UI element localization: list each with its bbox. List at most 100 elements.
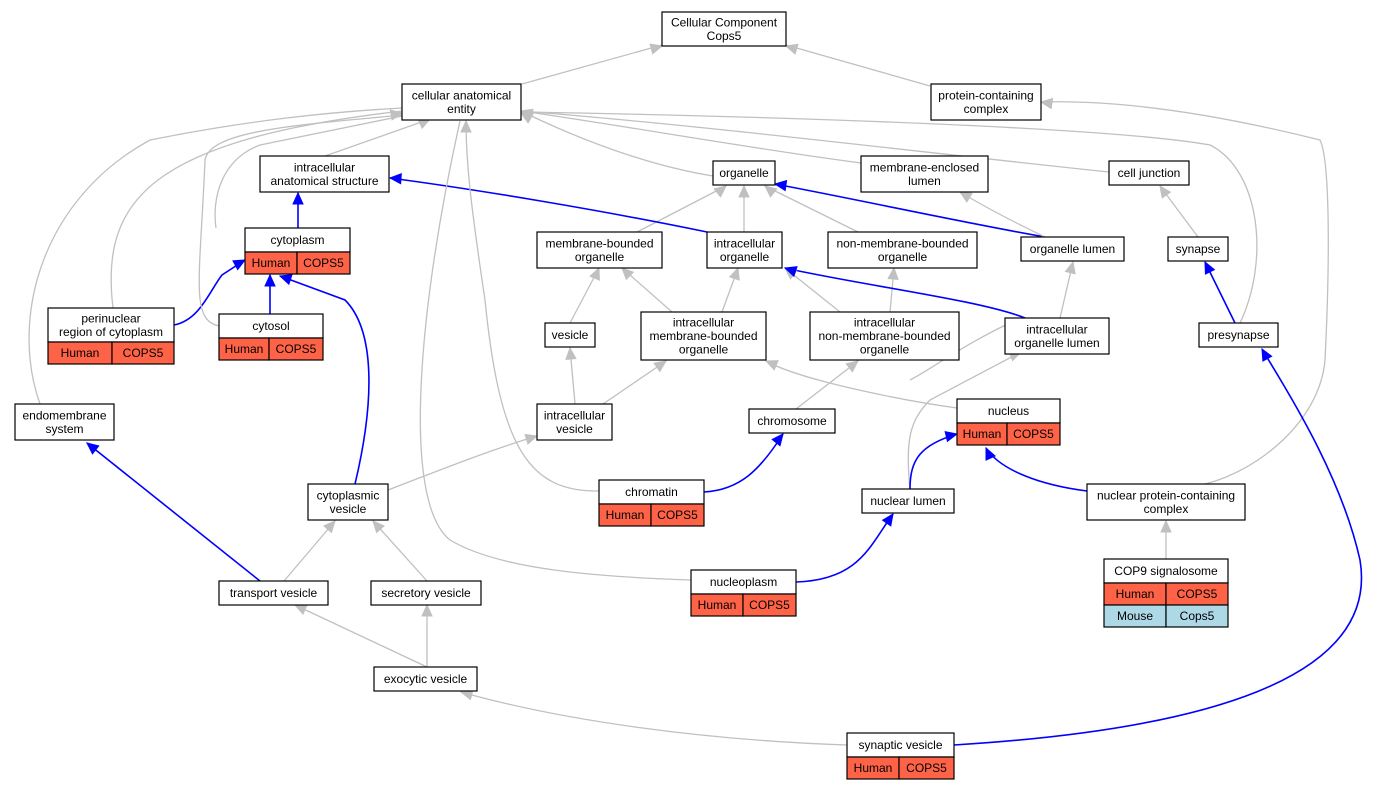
node-label: vesicle — [330, 502, 367, 516]
node-label: organelle — [860, 343, 910, 357]
node-label: nucleus — [988, 404, 1029, 418]
is-a-edge — [785, 44, 931, 87]
arrowhead — [653, 360, 667, 373]
node-label: Cops5 — [707, 29, 742, 43]
node-box — [640, 311, 767, 361]
node-label: intracellular — [544, 408, 605, 422]
node-synapse[interactable]: synapse — [1167, 236, 1229, 262]
node-label: presynapse — [1207, 328, 1269, 342]
arrowhead — [278, 274, 293, 286]
node-box — [956, 398, 1061, 424]
node-label: entity — [447, 102, 476, 116]
node-box — [706, 231, 783, 269]
arrowhead — [783, 266, 798, 278]
arrowhead — [784, 43, 799, 55]
node-box — [661, 11, 787, 47]
node-box — [748, 408, 836, 434]
species-label: Human — [61, 346, 100, 360]
gene-cell — [1006, 422, 1061, 446]
is-a-edge — [602, 360, 667, 405]
node-label: chromatin — [625, 485, 678, 499]
arrowhead — [773, 179, 788, 192]
node-vesicle[interactable]: vesicle — [544, 322, 596, 348]
arrowhead — [589, 266, 600, 281]
is-a-edge — [520, 110, 1110, 173]
node-box — [47, 307, 175, 343]
arrowhead — [845, 360, 859, 373]
gene-label: COPS5 — [123, 346, 164, 360]
node-ev[interactable]: exocytic vesicle — [373, 666, 478, 692]
node-box — [809, 311, 960, 361]
arrowhead — [389, 109, 404, 121]
gene-cell — [898, 756, 955, 780]
node-chromosome[interactable]: chromosome — [748, 408, 836, 434]
arrowhead — [764, 185, 778, 198]
node-label: COP9 signalosome — [1114, 564, 1218, 578]
gene-label: Cops5 — [1180, 609, 1215, 623]
node-label: system — [45, 422, 83, 436]
node-box — [1004, 317, 1110, 355]
node-box — [373, 666, 478, 692]
node-label: complex — [1144, 502, 1189, 516]
arrowhead — [985, 446, 997, 461]
annotated-edge — [86, 442, 261, 582]
arrowhead — [621, 267, 635, 281]
arrowhead — [771, 433, 784, 447]
node-label: exocytic vesicle — [384, 672, 468, 686]
annotated-edge — [985, 447, 1088, 492]
node-label: non-membrane-bounded — [836, 236, 968, 250]
node-inmbo[interactable]: intracellularnon-membrane-boundedorganel… — [809, 311, 960, 361]
node-nl[interactable]: nuclear lumen — [861, 488, 955, 514]
node-organelle[interactable]: organelle — [712, 160, 776, 186]
node-box — [370, 580, 482, 606]
node-label: intracellular — [854, 316, 915, 330]
gene-cell — [268, 337, 324, 361]
node-label: membrane-bounded — [649, 329, 757, 343]
node-tv[interactable]: transport vesicle — [218, 580, 329, 606]
is-a-edge — [1040, 101, 1329, 485]
arrowhead — [1159, 185, 1172, 199]
node-box — [1086, 483, 1246, 521]
species-label: Human — [854, 761, 893, 775]
node-label: synaptic vesicle — [858, 738, 942, 752]
node-label: transport vesicle — [230, 586, 318, 600]
is-a-edge — [465, 120, 600, 492]
node-label: intracellular — [673, 316, 734, 330]
is-a-edge — [959, 191, 1046, 238]
node-label: region of cytoplasm — [59, 325, 163, 339]
arrowhead — [944, 430, 959, 443]
annotated-edge — [774, 183, 1046, 238]
node-ol[interactable]: organelle lumen — [1020, 236, 1125, 262]
node-label: cellular anatomical — [412, 88, 511, 102]
arrowhead — [958, 191, 973, 203]
node-box — [1108, 160, 1190, 186]
node-label: nuclear lumen — [870, 494, 945, 508]
node-presynapse[interactable]: presynapse — [1198, 322, 1279, 348]
node-celljunction[interactable]: cell junction — [1108, 160, 1190, 186]
node-sv[interactable]: secretory vesicle — [370, 580, 482, 606]
node-label: Cellular Component — [671, 15, 778, 29]
